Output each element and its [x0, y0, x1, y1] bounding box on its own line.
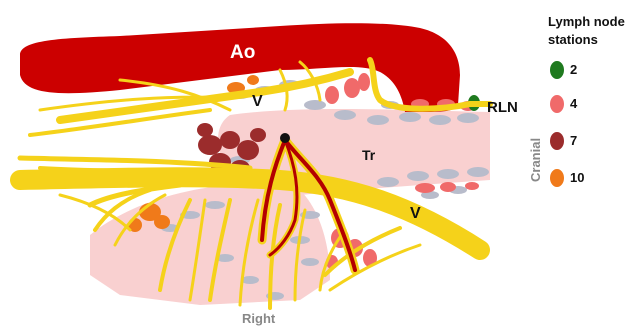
legend-title-line1: Lymph node	[548, 14, 625, 29]
rln-label: RLN	[487, 99, 518, 116]
legend: Lymph node stations 2 4 7 10	[548, 14, 625, 187]
aorta-label: Ao	[230, 42, 255, 63]
legend-label-7: 7	[570, 133, 577, 148]
legend-title-line2: stations	[548, 32, 598, 47]
legend-label-2: 2	[570, 62, 577, 77]
cranial-label: Cranial	[528, 138, 543, 182]
legend-swatch-4	[550, 95, 564, 113]
legend-swatch-7	[550, 132, 564, 150]
trachea-label: Tr	[362, 147, 376, 163]
legend-swatch-2	[550, 61, 564, 79]
vagus-upper-label: V	[252, 93, 263, 110]
legend-swatch-10	[550, 169, 564, 187]
legend-label-4: 4	[570, 96, 578, 111]
right-label: Right	[242, 311, 276, 326]
vagus-lower-label: V	[410, 205, 421, 222]
legend-label-10: 10	[570, 170, 584, 185]
